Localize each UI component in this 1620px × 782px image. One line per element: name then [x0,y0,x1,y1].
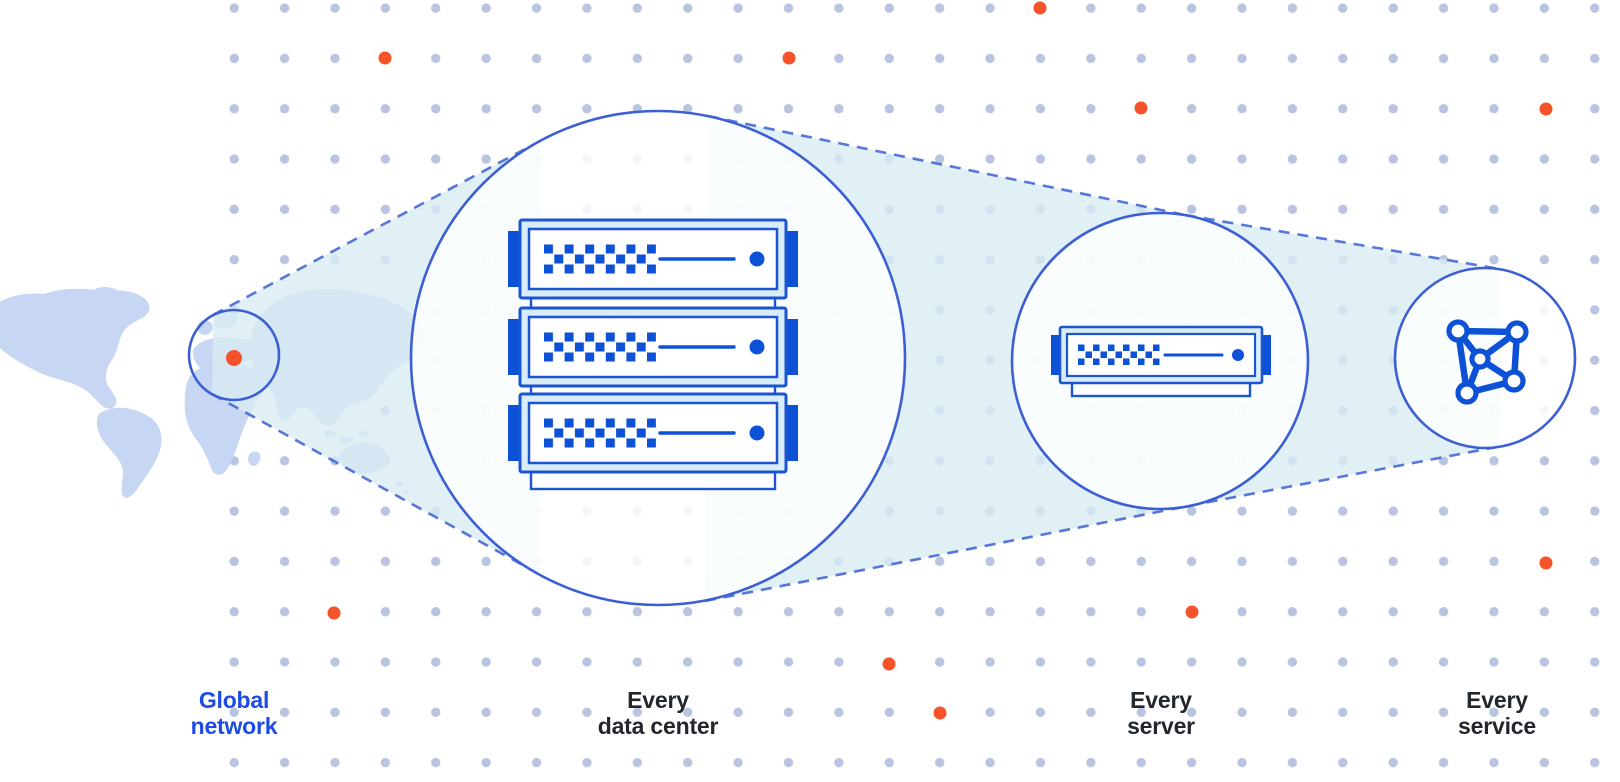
accent-dot [1033,1,1047,15]
label-line: server [1127,713,1195,739]
label-line: Global [198,687,270,713]
label-every-server: Every server [1011,687,1311,739]
accent-dot [327,606,341,620]
rack-unit-2 [506,306,800,388]
accent-dot [933,706,947,720]
map-madagascar [248,451,261,466]
label-every-service: Every service [1347,687,1620,739]
global-network-circle [187,308,281,402]
accent-dot [378,51,392,65]
label-line: service [1458,713,1536,739]
label-line: data center [597,713,719,739]
label-every-data-center: Every data center [508,687,808,739]
accent-dot [882,657,896,671]
label-line: Every [1130,687,1192,713]
accent-dot [1134,101,1148,115]
accent-dot [782,51,796,65]
map-greenland [85,287,122,309]
label-line: Every [627,687,689,713]
server-rack-icon [506,218,800,491]
accent-dot [1185,605,1199,619]
accent-dot [1539,102,1553,116]
server-icon [1051,325,1271,398]
map-north-america [0,288,150,409]
accent-dot [1539,556,1553,570]
label-line: network [190,713,278,739]
label-line: Every [1466,687,1528,713]
network-mesh-icon [1446,319,1529,405]
zoom-dashed-lines [211,114,1503,603]
rack-unit-1 [506,218,800,300]
label-global-network: Global network [84,687,384,739]
accent-dots [327,1,1553,720]
map-south-america [96,407,162,498]
map-location-marker-dot [226,350,242,366]
rack-unit-3 [506,392,800,474]
